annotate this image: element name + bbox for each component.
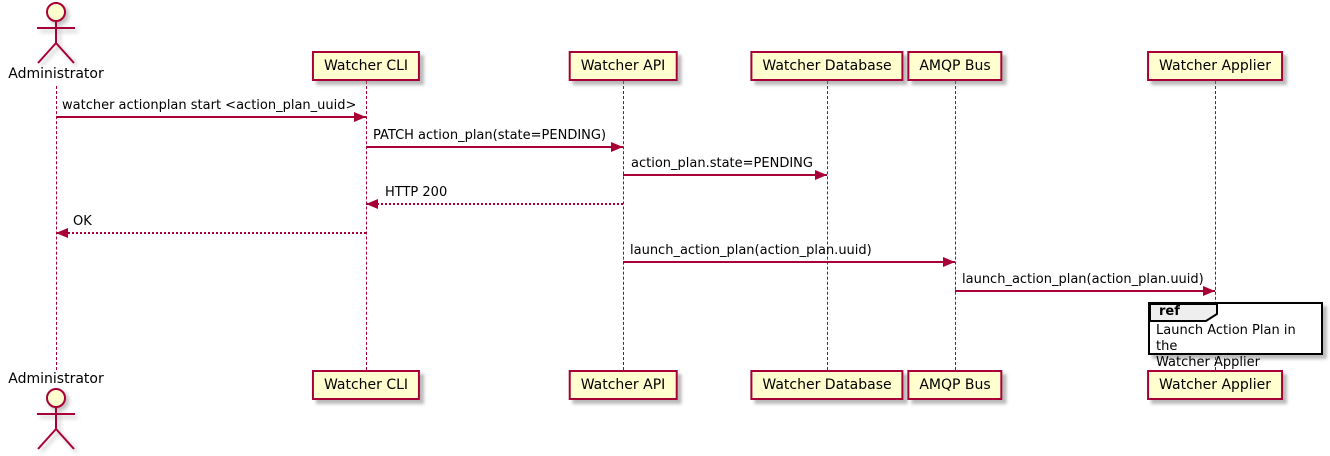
lifeline-participant-3 — [954, 81, 956, 370]
participant-box-bottom: Watcher API — [568, 370, 678, 400]
participant-box-bottom: Watcher CLI — [311, 370, 421, 400]
actor-label-top: Administrator — [8, 66, 104, 82]
message-line-5 — [623, 261, 955, 263]
ref-fragment: ref Launch Action Plan in the Watcher Ap… — [1148, 302, 1323, 370]
actor-administrator-bottom-icon — [37, 388, 75, 450]
message-label-3: HTTP 200 — [385, 185, 448, 200]
message-line-1 — [366, 146, 623, 148]
ref-keyword: ref — [1159, 304, 1180, 319]
message-label-4: OK — [73, 214, 92, 229]
ref-body: Launch Action Plan in the Watcher Applie… — [1150, 304, 1321, 374]
arrowhead-right-icon — [943, 257, 955, 267]
message-label-0: watcher actionplan start <action_plan_uu… — [62, 98, 357, 113]
participant-box-bottom: AMQP Bus — [907, 370, 1003, 400]
ref-header-pentagon-icon — [1149, 303, 1218, 322]
message-line-2 — [623, 174, 827, 176]
message-line-0 — [56, 116, 366, 118]
arrowhead-right-icon — [611, 142, 623, 152]
message-label-6: launch_action_plan(action_plan.uuid) — [962, 272, 1204, 287]
ref-text-line2: Watcher Applier — [1156, 355, 1260, 370]
lifeline-participant-2 — [826, 81, 828, 370]
actor-label-bottom: Administrator — [8, 371, 104, 387]
arrowhead-right-icon — [354, 112, 366, 122]
participant-box-bottom: Watcher Applier — [1147, 370, 1283, 400]
message-label-2: action_plan.state=PENDING — [631, 156, 813, 171]
participant-box-top: Watcher API — [568, 51, 678, 81]
actor-administrator-top-icon — [37, 2, 75, 64]
arrowhead-left-icon — [56, 228, 68, 238]
participant-box-top: Watcher CLI — [311, 51, 421, 81]
lifeline-participant-1 — [622, 81, 624, 370]
participant-box-top: AMQP Bus — [907, 51, 1003, 81]
participant-box-bottom: Watcher Database — [750, 370, 904, 400]
lifeline-participant-4 — [1214, 81, 1216, 370]
ref-text-line1: Launch Action Plan in the — [1156, 323, 1296, 354]
message-label-5: launch_action_plan(action_plan.uuid) — [630, 243, 872, 258]
participant-box-top: Watcher Applier — [1147, 51, 1283, 81]
lifeline-participant-0 — [365, 81, 367, 370]
participant-box-top: Watcher Database — [750, 51, 904, 81]
arrowhead-right-icon — [1203, 286, 1215, 296]
message-line-3 — [366, 203, 623, 205]
message-label-1: PATCH action_plan(state=PENDING) — [373, 128, 607, 143]
arrowhead-left-icon — [366, 199, 378, 209]
message-line-4 — [56, 232, 366, 234]
arrowhead-right-icon — [815, 170, 827, 180]
message-line-6 — [955, 290, 1215, 292]
